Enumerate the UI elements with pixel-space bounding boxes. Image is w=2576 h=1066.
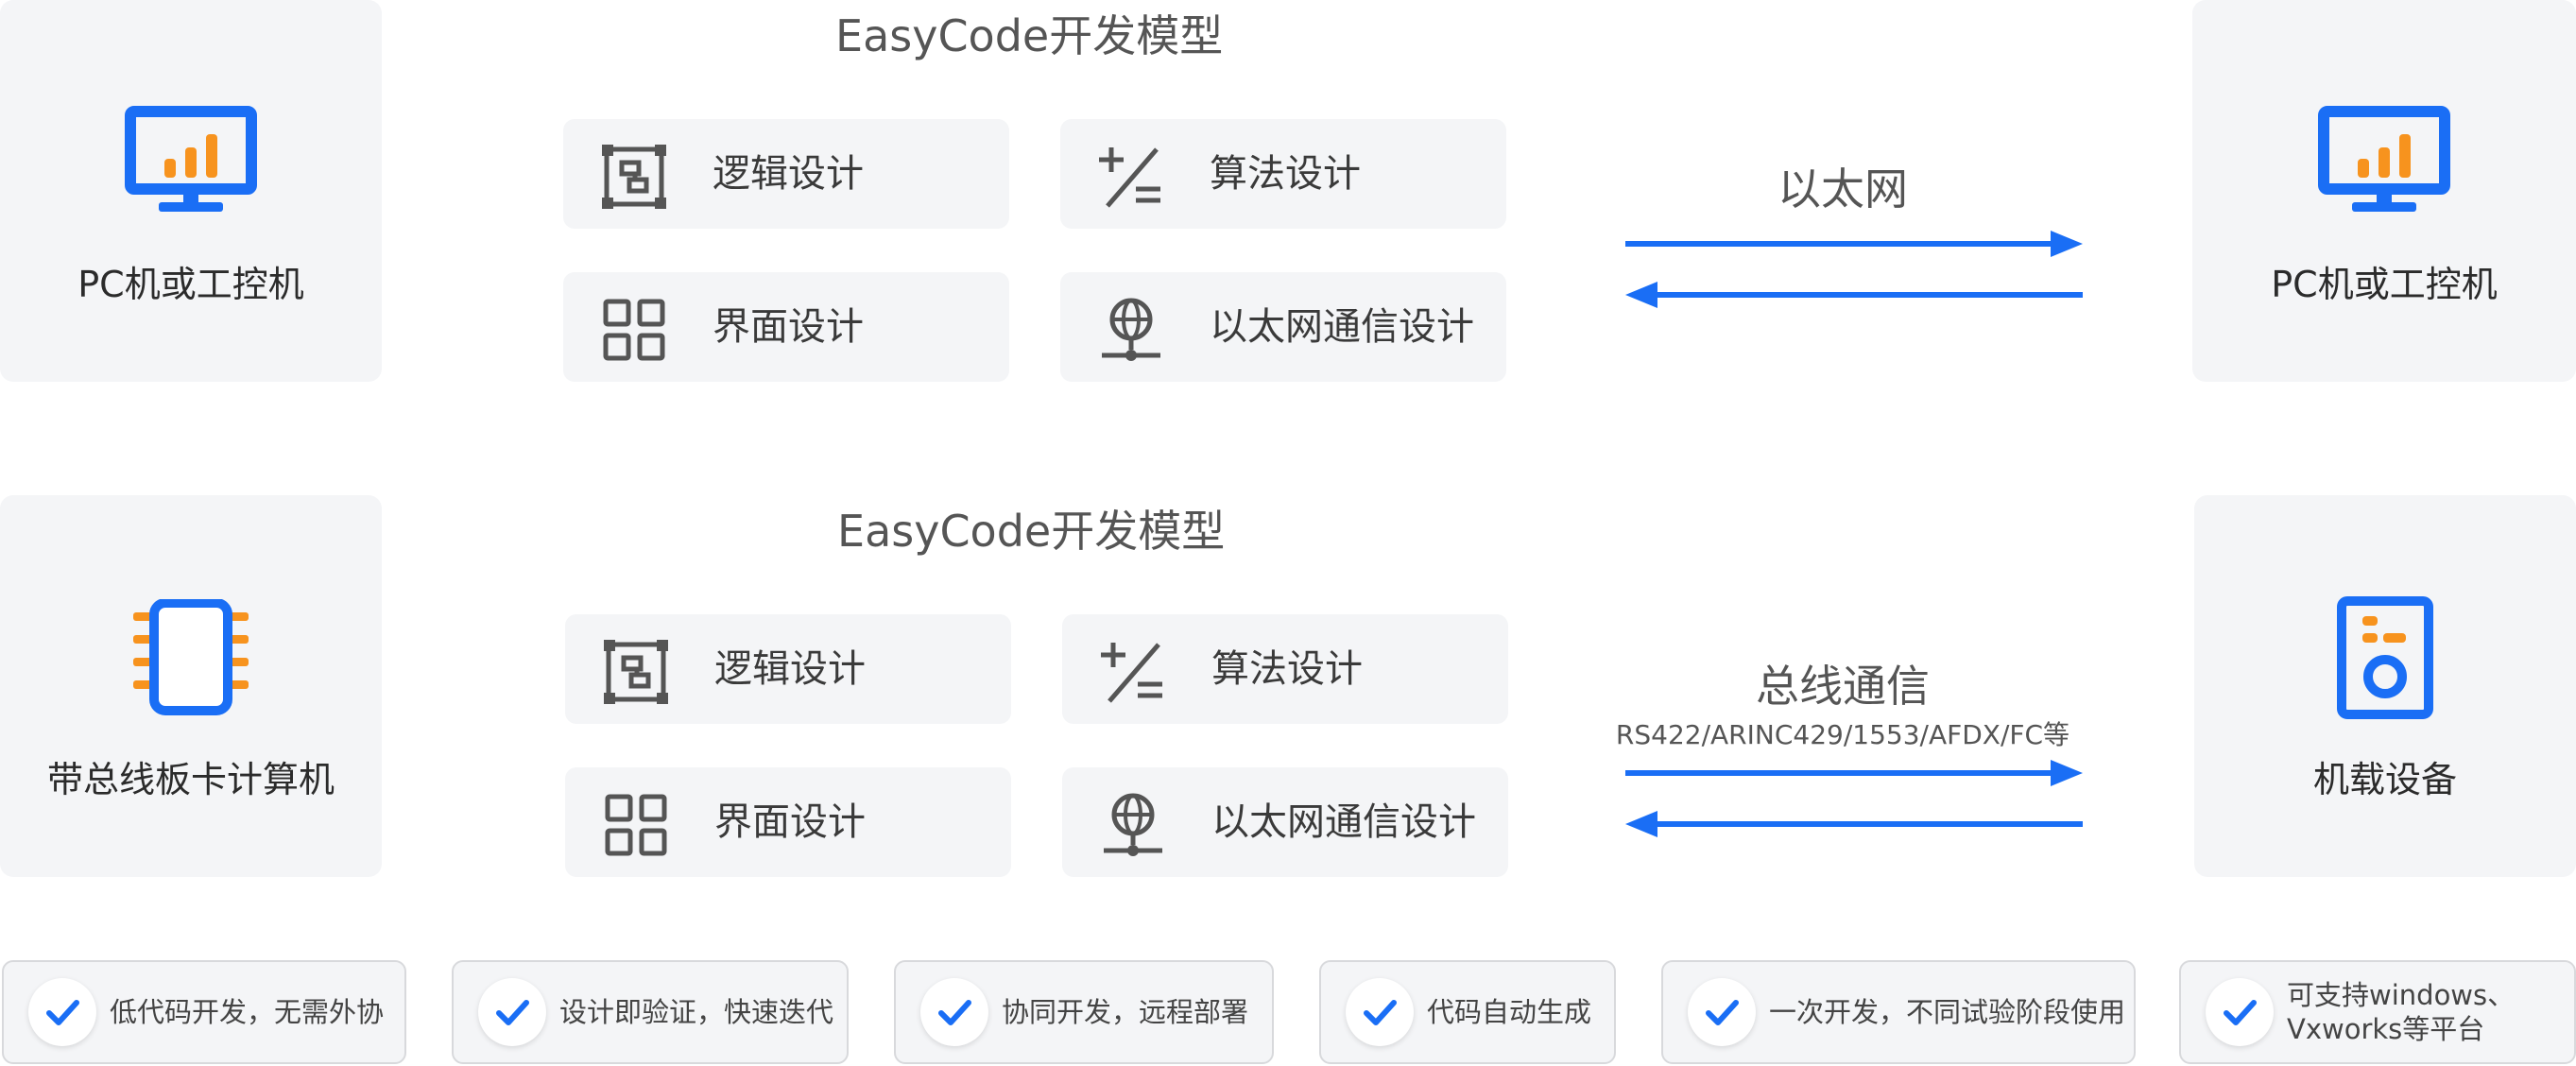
logic-design-icon <box>604 640 668 704</box>
card-logic-design-row1[interactable]: 逻辑设计 <box>563 119 1009 229</box>
feature-label: 代码自动生成 <box>1427 996 1592 1028</box>
check-icon <box>1364 1000 1397 1025</box>
airborne-device-icon <box>2337 596 2433 719</box>
card-label: 界面设计 <box>713 305 864 349</box>
check-circle <box>1688 978 1756 1046</box>
arrow-right-icon <box>1625 231 2083 257</box>
feature-label-multiline: 可支持windows、 Vxworks等平台 <box>2287 962 2515 1062</box>
feature-label: 一次开发，不同试验阶段使用 <box>1769 996 2126 1028</box>
left-device-box-row1: PC机或工控机 <box>0 0 382 382</box>
logic-design-icon <box>602 145 666 209</box>
feature-label: 低代码开发，无需外协 <box>110 996 385 1028</box>
link-subtitle-row2: RS422/ARINC429/1553/AFDX/FC等 <box>1615 719 2070 750</box>
card-logic-design-row2[interactable]: 逻辑设计 <box>565 614 1011 724</box>
algorithm-design-icon <box>1101 643 1162 703</box>
algorithm-design-icon <box>1099 147 1160 208</box>
model-title-row1: EasyCode开发模型 <box>835 10 1224 61</box>
chip-board-icon <box>133 599 249 715</box>
monitor-chart-icon <box>2318 106 2450 212</box>
card-label: 算法设计 <box>1210 152 1361 196</box>
feature-label-line1: 可支持windows、 <box>2287 979 2516 1011</box>
check-icon <box>938 1000 971 1025</box>
check-icon <box>496 1000 529 1025</box>
check-circle <box>2206 978 2274 1046</box>
interface-design-icon <box>605 794 667 856</box>
feature-item: 低代码开发，无需外协 <box>2 960 406 1064</box>
right-device-label-row2: 机载设备 <box>2312 759 2457 800</box>
card-label: 以太网通信设计 <box>1210 305 1474 349</box>
left-device-label-row1: PC机或工控机 <box>77 264 304 305</box>
card-interface-design-row2[interactable]: 界面设计 <box>565 767 1011 877</box>
feature-label: 设计即验证，快速迭代 <box>559 996 834 1028</box>
check-circle <box>28 978 96 1046</box>
feature-item: 设计即验证，快速迭代 <box>452 960 849 1064</box>
right-device-label-row1: PC机或工控机 <box>2271 264 2498 305</box>
ethernet-design-icon <box>1104 793 1162 856</box>
feature-label-line2: Vxworks等平台 <box>2287 1013 2485 1045</box>
check-circle <box>1346 978 1414 1046</box>
ethernet-design-icon <box>1102 298 1160 361</box>
arrow-right-icon <box>1625 760 2083 786</box>
card-label: 逻辑设计 <box>713 152 864 196</box>
check-icon <box>46 1000 79 1025</box>
left-device-box-row2: 带总线板卡计算机 <box>0 495 382 877</box>
card-label: 界面设计 <box>714 800 866 844</box>
card-algorithm-design-row1[interactable]: 算法设计 <box>1060 119 1506 229</box>
check-circle <box>920 978 988 1046</box>
card-label: 算法设计 <box>1211 647 1363 691</box>
check-icon <box>1706 1000 1739 1025</box>
arrow-left-icon <box>1625 811 2083 837</box>
card-algorithm-design-row2[interactable]: 算法设计 <box>1062 614 1508 724</box>
right-device-box-row2: 机载设备 <box>2194 495 2576 877</box>
feature-item: 协同开发，远程部署 <box>894 960 1274 1064</box>
feature-item: 一次开发，不同试验阶段使用 <box>1661 960 2136 1064</box>
model-title-row2: EasyCode开发模型 <box>837 506 1226 557</box>
right-device-box-row1: PC机或工控机 <box>2192 0 2576 382</box>
monitor-chart-icon <box>125 106 257 212</box>
card-label: 以太网通信设计 <box>1211 800 1476 844</box>
feature-item: 可支持windows、 Vxworks等平台 <box>2179 960 2576 1064</box>
link-title-row2: 总线通信 <box>1756 661 1930 712</box>
arrow-left-icon <box>1625 282 2083 308</box>
feature-label: 协同开发，远程部署 <box>1002 996 1249 1028</box>
check-circle <box>478 978 546 1046</box>
card-ethernet-design-row2[interactable]: 以太网通信设计 <box>1062 767 1508 877</box>
link-title-row1: 以太网 <box>1777 163 1908 215</box>
check-icon <box>2224 1000 2257 1025</box>
card-label: 逻辑设计 <box>714 647 866 691</box>
left-device-label-row2: 带总线板卡计算机 <box>46 759 335 800</box>
card-interface-design-row1[interactable]: 界面设计 <box>563 272 1009 382</box>
card-ethernet-design-row1[interactable]: 以太网通信设计 <box>1060 272 1506 382</box>
interface-design-icon <box>603 299 665 361</box>
feature-item: 代码自动生成 <box>1319 960 1616 1064</box>
